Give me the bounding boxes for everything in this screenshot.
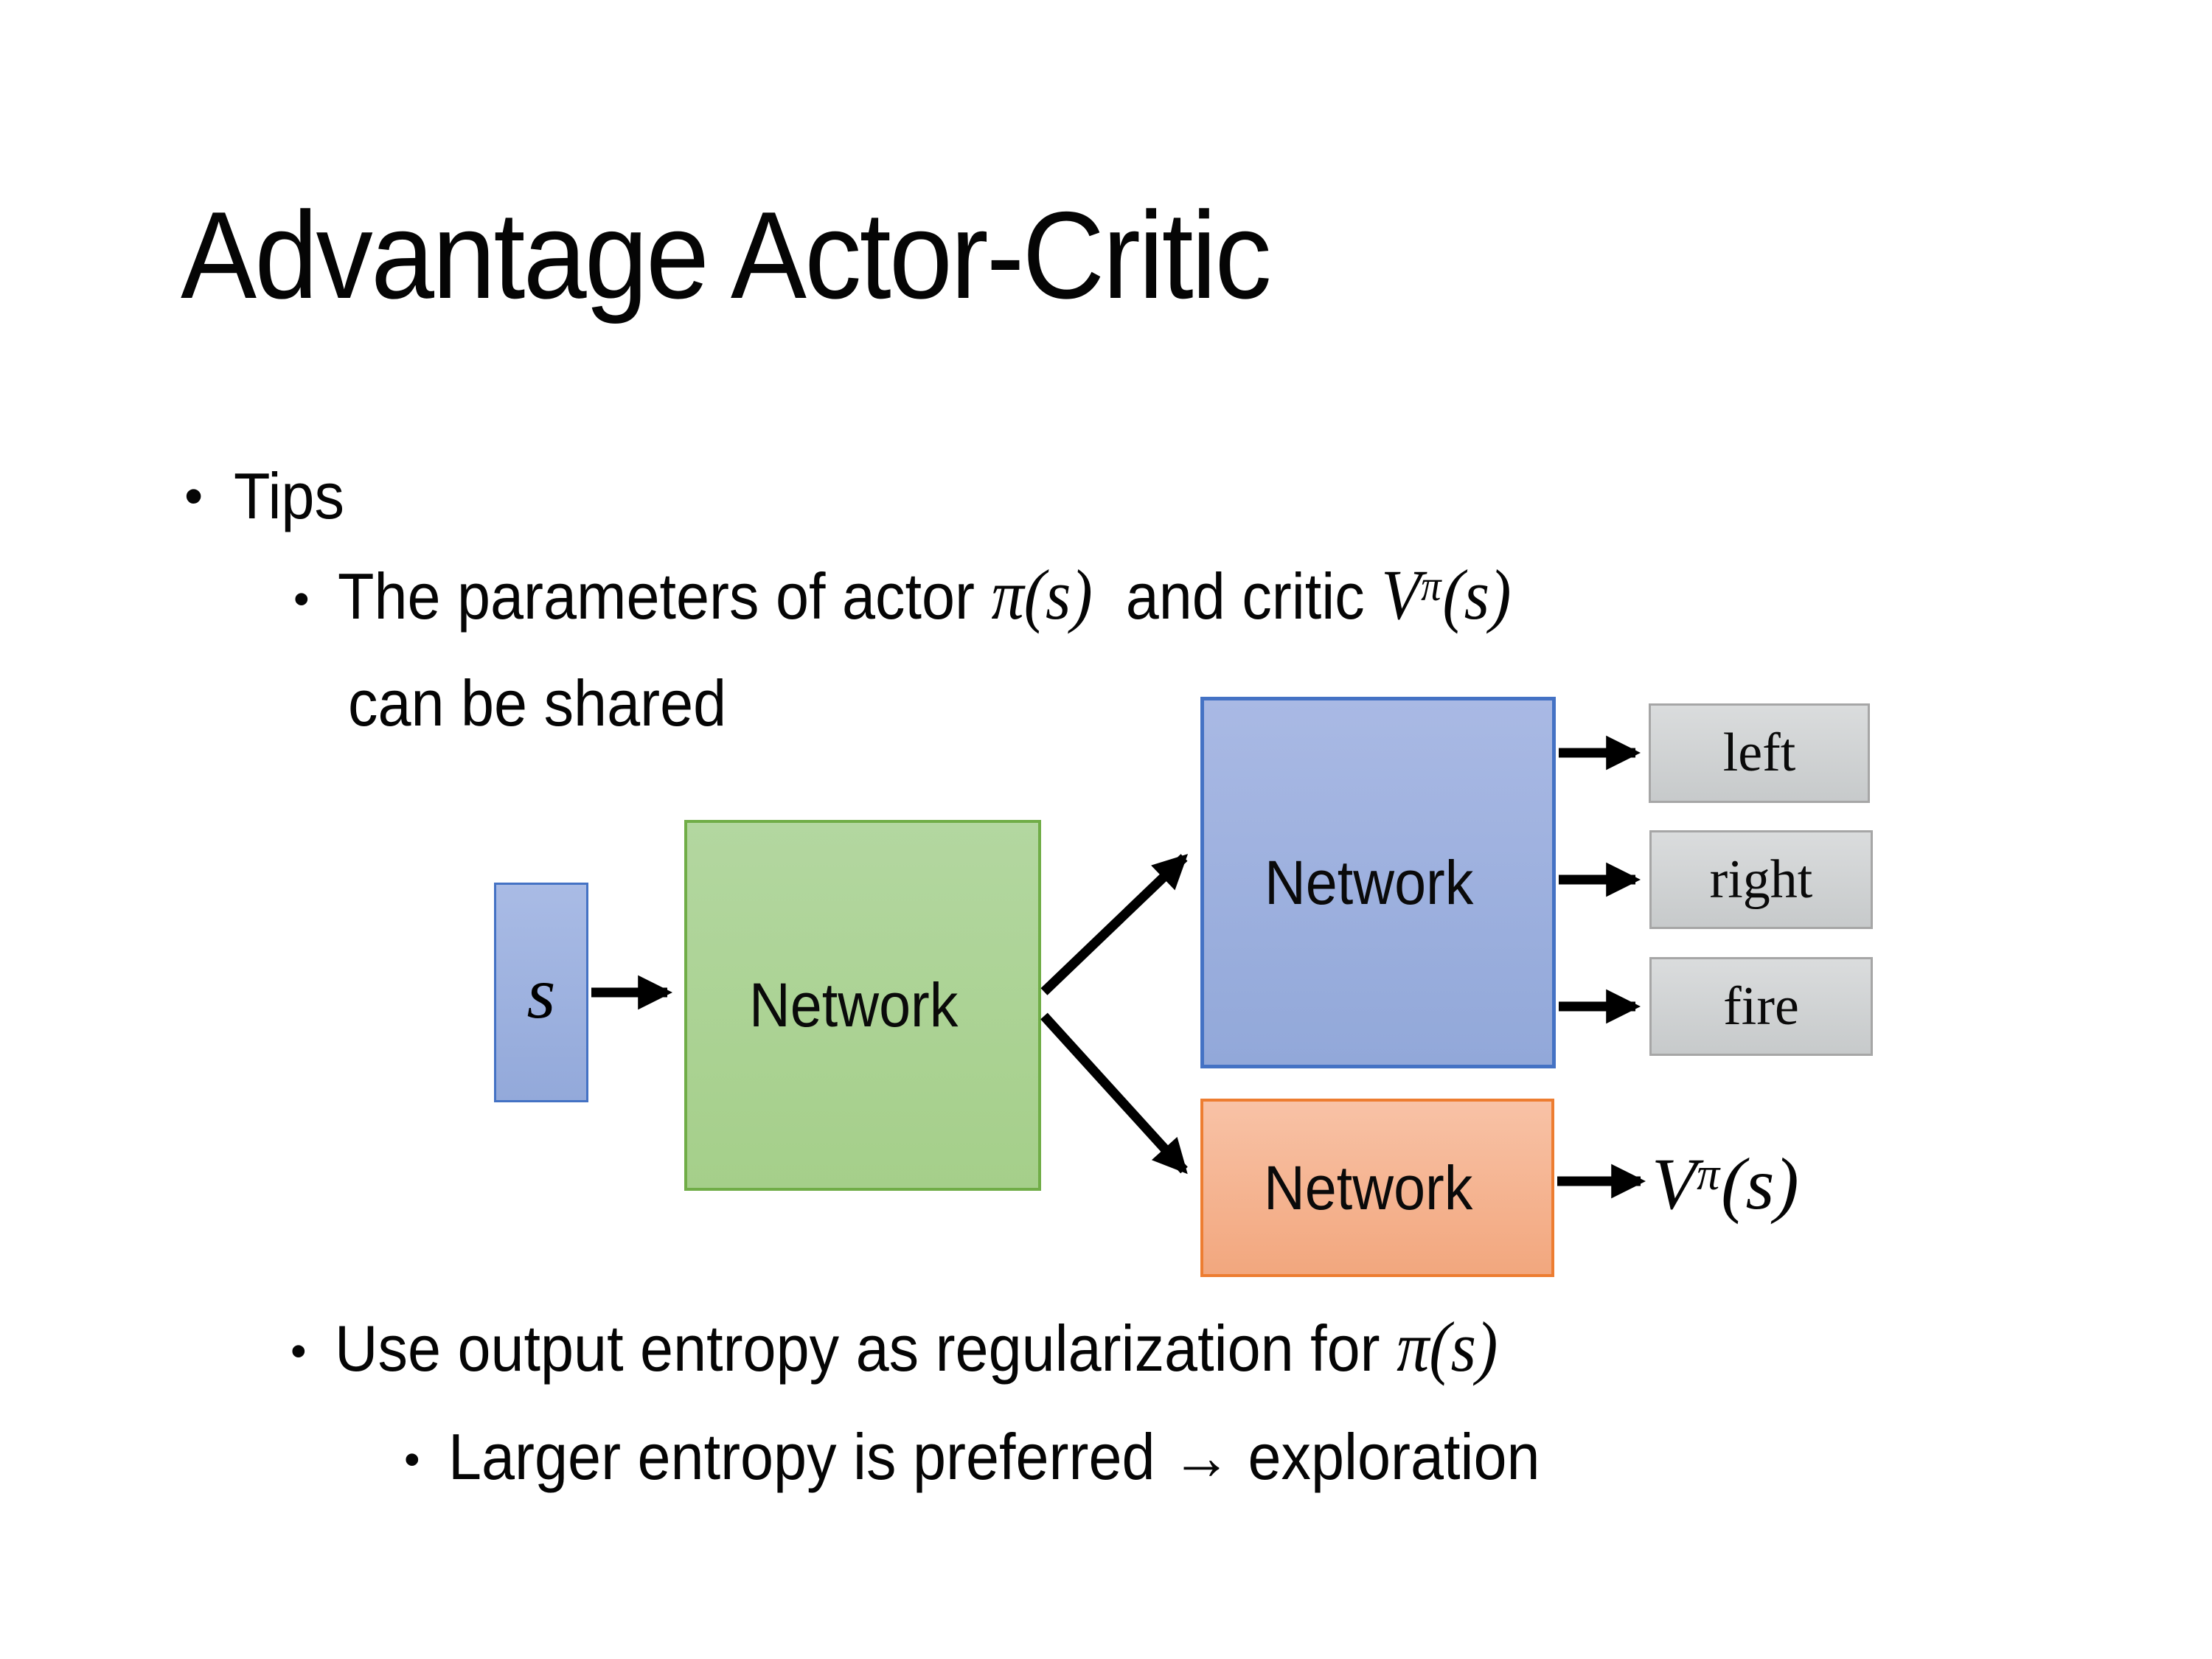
critic-v-sup: π [1420,561,1442,611]
can-be-shared-text: can be shared [348,667,727,740]
page-title: Advantage Actor-Critic [181,184,1364,327]
arrow-shared-to-actor [1040,854,1189,995]
action-label-fire: fire [1723,975,1799,1037]
shared-network-box: Network [684,820,1041,1191]
bullet-parameters-shared: • The parameters of actor π(s) and criti… [293,554,1613,636]
critic-network-box: Network [1200,1099,1554,1277]
bullet-entropy-regularization: • Use output entropy as regularization f… [291,1307,1599,1388]
entropy-prefix-text: Use output entropy as regularization for [334,1312,1397,1385]
actor-network-box: Network [1200,697,1556,1068]
page-title-text: Advantage Actor-Critic [181,186,1272,324]
value-output-math: Vπ(s) [1652,1141,1799,1226]
parameters-middle-text: and critic [1092,560,1381,633]
action-label-left: left [1722,723,1796,783]
bullet-parameters-line2: can be shared [348,666,759,741]
bullet-tips-text: Tips [234,459,345,532]
value-base: V [1652,1142,1697,1225]
state-input-box: s [494,883,588,1102]
value-sup: π [1697,1149,1722,1200]
actor-network-label: Network [1264,847,1474,917]
parameters-prefix-text: The parameters of actor [337,560,992,633]
larger-entropy-text: Larger entropy is preferred → exploratio… [448,1420,1540,1493]
arrow-shared-to-critic [1040,1012,1188,1175]
bullet-dot: • [293,574,310,625]
action-box-right: right [1649,830,1873,929]
action-label-right: right [1709,849,1813,910]
critic-v-math: Vπ(s) [1381,556,1511,634]
critic-network-label: Network [1263,1152,1473,1222]
bullet-tips: • Tips [184,459,354,534]
actor-pi-math: π(s) [991,556,1093,634]
action-box-left: left [1649,703,1870,803]
value-args: (s) [1721,1142,1799,1225]
entropy-pi-math: π(s) [1396,1308,1498,1386]
critic-v-args: (s) [1441,556,1512,634]
bullet-larger-entropy: • Larger entropy is preferred → explorat… [404,1419,1635,1495]
shared-network-label: Network [748,970,959,1040]
bullet-dot: • [291,1326,307,1377]
bullet-dot: • [184,467,204,526]
bullet-entropy-line: Use output entropy as regularization for… [335,1307,1498,1388]
critic-v-base: V [1380,556,1421,634]
value-output-label: Vπ(s) [1652,1132,1888,1235]
bullet-dot: • [404,1434,420,1485]
bullet-parameters-line1: The parameters of actor π(s) and critic … [338,554,1511,636]
state-input-label: s [526,951,556,1034]
action-box-fire: fire [1649,957,1873,1056]
